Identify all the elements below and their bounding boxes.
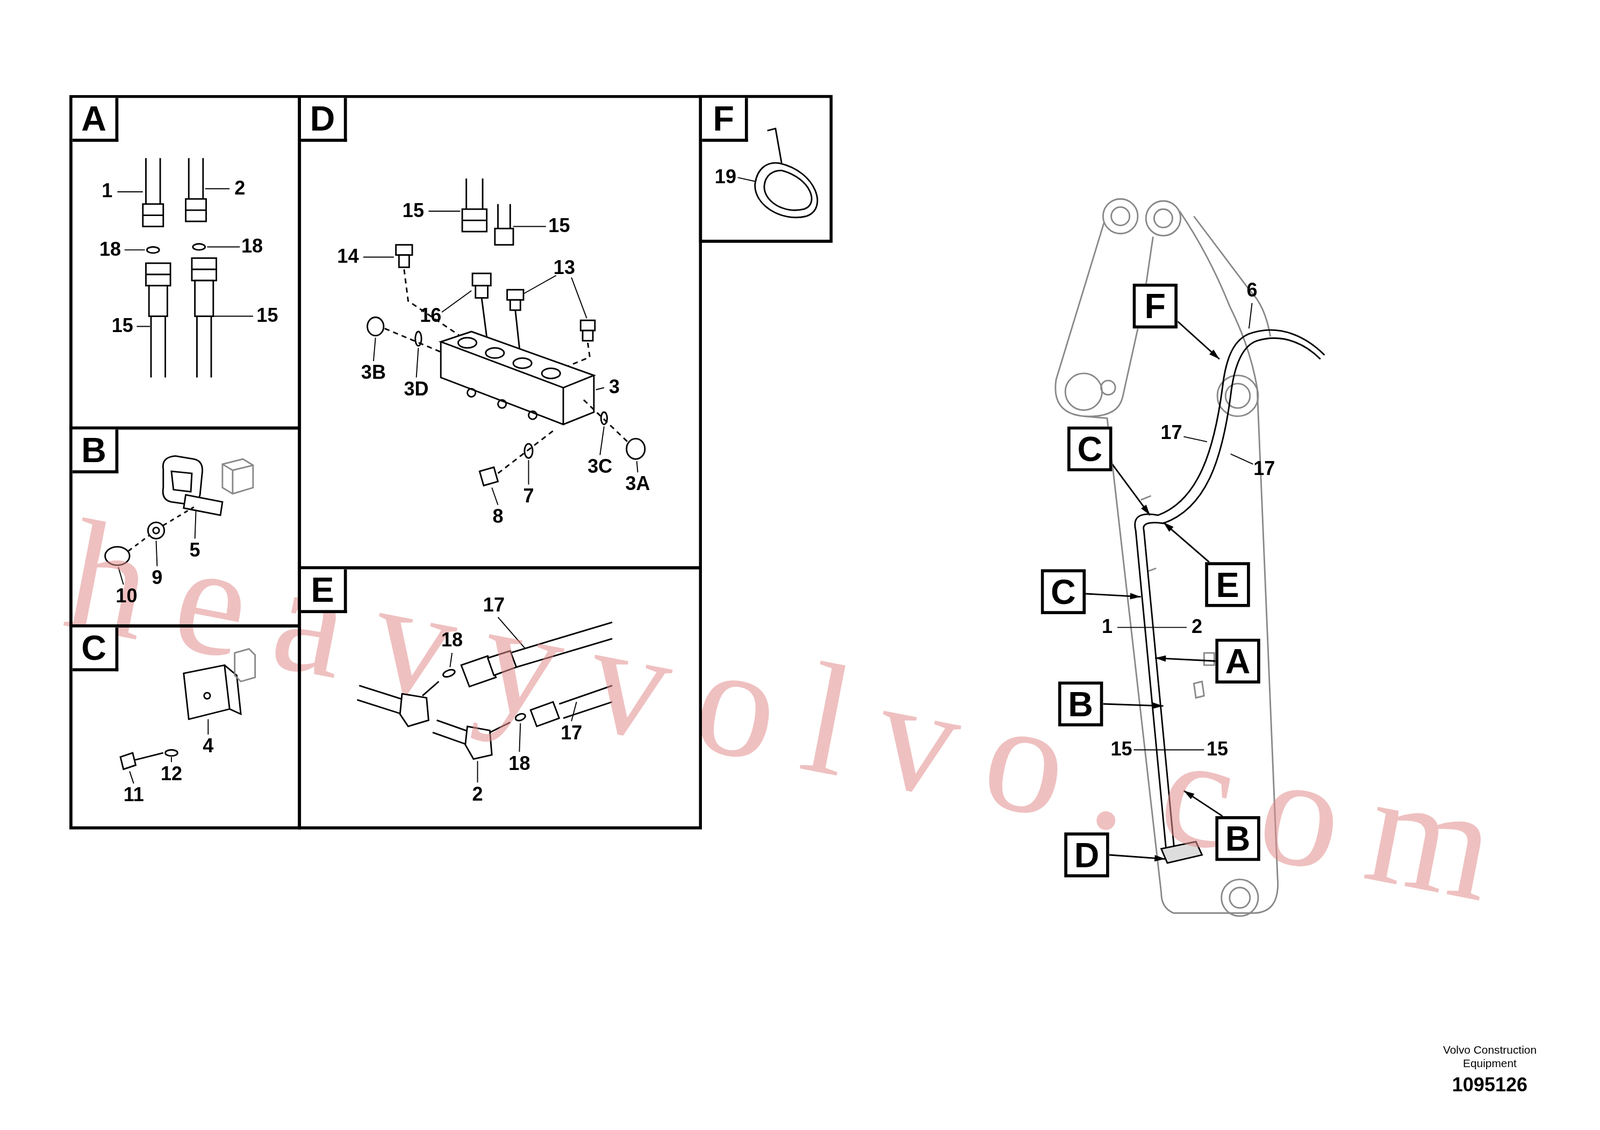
callout-number: 19 xyxy=(714,167,737,189)
callout-number: 17 xyxy=(1253,458,1275,481)
callout-number: 1 xyxy=(1101,616,1113,639)
callout-box: C xyxy=(1041,569,1087,615)
detail-d-block xyxy=(363,178,645,506)
watermark: heavyvolvo.com xyxy=(55,495,1537,934)
callout-number: 6 xyxy=(1246,280,1258,302)
callout-number: 18 xyxy=(441,629,463,652)
callout-number: 18 xyxy=(508,753,530,776)
callout-number: 13 xyxy=(553,257,576,279)
callout-number: 15 xyxy=(548,216,570,238)
callout-number: 10 xyxy=(115,586,138,608)
callout-letter: C xyxy=(1077,431,1103,467)
callout-number: 2 xyxy=(472,784,484,806)
callout-number: 3C xyxy=(587,456,613,479)
panel-letter: A xyxy=(72,97,119,142)
callout-number: 3 xyxy=(608,377,620,399)
brand-note: Volvo Construction Equipment xyxy=(1428,1043,1552,1071)
callout-number: 2 xyxy=(1191,616,1203,639)
callout-box: E xyxy=(1204,562,1251,608)
callout-box: D xyxy=(1064,832,1110,878)
callout-number: 9 xyxy=(151,568,163,590)
panel-letter: F xyxy=(701,97,748,142)
callout-number: 18 xyxy=(241,236,263,258)
callout-number: 14 xyxy=(336,246,359,269)
detail-panel: D xyxy=(297,95,702,570)
callout-number: 15 xyxy=(402,200,425,222)
detail-panel: C xyxy=(69,624,301,830)
callout-number: 15 xyxy=(111,316,134,338)
callout-number: 7 xyxy=(522,486,534,508)
callout-number: 1 xyxy=(101,181,113,203)
callout-number: 4 xyxy=(202,736,214,758)
callout-letter: E xyxy=(1215,567,1239,603)
callout-number: 2 xyxy=(234,177,246,200)
callout-box: C xyxy=(1067,426,1113,472)
detail-a-hoses xyxy=(117,158,254,378)
callout-number: 3A xyxy=(625,474,651,496)
callout-number: 12 xyxy=(160,763,183,786)
callout-box: B xyxy=(1058,681,1104,727)
panel-letter: E xyxy=(300,569,347,614)
panel-letter: C xyxy=(72,627,119,672)
callout-number: 15 xyxy=(1110,739,1132,762)
callout-letter: D xyxy=(1074,837,1100,873)
callout-number: 3D xyxy=(404,378,429,401)
callout-letter: F xyxy=(1144,288,1166,324)
callout-letter: A xyxy=(1225,643,1251,679)
panel-letter: B xyxy=(72,429,119,474)
detail-panel: A xyxy=(69,95,301,430)
callout-number: 17 xyxy=(483,595,505,617)
callout-box: A xyxy=(1215,639,1261,685)
callout-box: F xyxy=(1132,283,1178,329)
callout-number: 8 xyxy=(492,506,504,529)
callout-number: 17 xyxy=(560,722,583,745)
callout-number: 17 xyxy=(1160,422,1183,445)
callout-number: 16 xyxy=(419,305,442,328)
callout-number: 3B xyxy=(361,362,386,385)
panel-letter: D xyxy=(300,97,347,142)
callout-number: 18 xyxy=(99,239,121,261)
callout-letter: B xyxy=(1067,686,1094,722)
drawing-number: 1095126 xyxy=(1452,1074,1528,1097)
detail-panel: B xyxy=(69,426,301,628)
callout-box: B xyxy=(1215,816,1261,862)
callout-number: 15 xyxy=(256,305,278,328)
callout-number: 5 xyxy=(189,540,201,562)
callout-number: 11 xyxy=(123,785,145,807)
callout-letter: B xyxy=(1225,821,1251,857)
detail-f-tie xyxy=(737,128,818,218)
callout-letter: C xyxy=(1050,574,1076,610)
callout-number: 15 xyxy=(1206,739,1229,762)
